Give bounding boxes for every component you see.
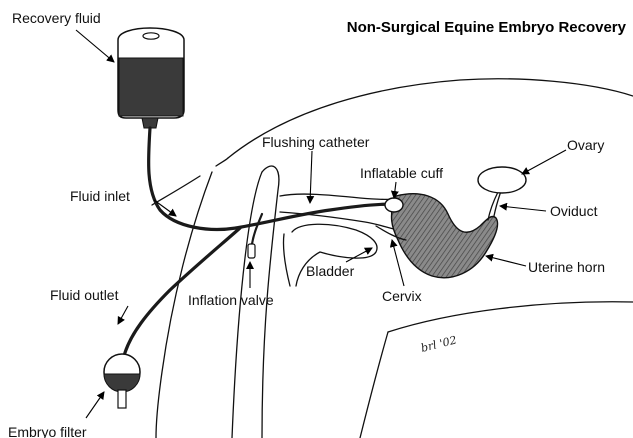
- diagram-title: Non-Surgical Equine Embryo Recovery: [347, 19, 627, 36]
- leader-uterine-horn: [486, 256, 526, 266]
- leader-bladder: [346, 248, 372, 262]
- label-flushing-catheter: Flushing catheter: [262, 134, 370, 150]
- leader-fluid-outlet: [118, 306, 128, 324]
- inflatable-cuff: [385, 198, 403, 212]
- label-oviduct: Oviduct: [550, 203, 598, 219]
- label-ovary: Ovary: [567, 137, 604, 153]
- label-fluid-outlet: Fluid outlet: [50, 287, 119, 303]
- embryo-filter: [104, 354, 140, 408]
- leader-embryo-filter: [86, 392, 104, 418]
- recovery-fluid-bag: [118, 28, 184, 128]
- leader-oviduct: [500, 206, 546, 211]
- label-inflation-valve: Inflation valve: [188, 292, 274, 308]
- label-cervix: Cervix: [382, 288, 422, 304]
- label-bladder: Bladder: [306, 263, 355, 279]
- leader-recovery-fluid: [76, 30, 114, 62]
- ovary: [478, 167, 526, 193]
- label-inflatable-cuff: Inflatable cuff: [360, 165, 443, 181]
- label-recovery-fluid: Recovery fluid: [12, 10, 101, 26]
- label-embryo-filter: Embryo filter: [8, 424, 87, 438]
- artist-signature: brl '02: [420, 334, 458, 355]
- uterine-horn: [392, 194, 498, 278]
- label-uterine-horn: Uterine horn: [528, 259, 605, 275]
- leader-flushing-catheter: [310, 151, 312, 203]
- tubing: [124, 128, 394, 356]
- inflation-valve: [248, 244, 255, 258]
- label-fluid-inlet: Fluid inlet: [70, 188, 130, 204]
- leader-ovary: [522, 150, 566, 174]
